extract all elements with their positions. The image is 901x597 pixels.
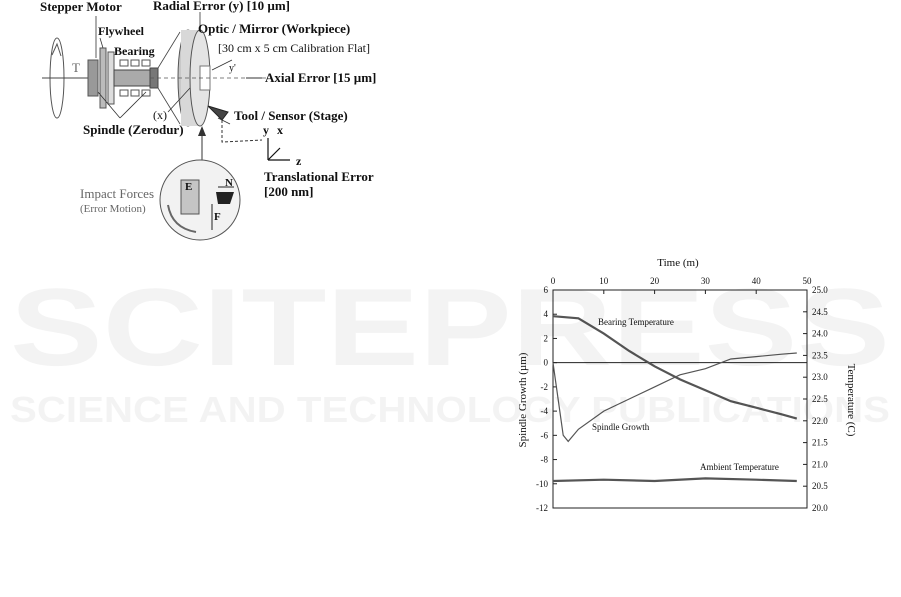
flywheel-inner bbox=[107, 51, 115, 105]
left-tick-label: 0 bbox=[544, 358, 549, 368]
left-tick-label: 6 bbox=[544, 285, 549, 295]
axial-error-label: Axial Error [15 µm] bbox=[265, 70, 376, 85]
left-axis-title: Spindle Growth (µm) bbox=[517, 352, 529, 447]
left-tick-label: -12 bbox=[536, 503, 548, 513]
right-tick-label: 20.0 bbox=[812, 503, 828, 513]
right-tick-label: 22.0 bbox=[812, 416, 828, 426]
stepper-motor-block bbox=[87, 59, 99, 97]
spindle-growth-line bbox=[552, 352, 797, 443]
impact-inset bbox=[159, 126, 241, 241]
torque-label: T bbox=[72, 60, 80, 75]
optic-mirror-label: Optic / Mirror (Workpiece) bbox=[198, 21, 350, 36]
axis-y-label: y bbox=[263, 123, 269, 137]
flywheel-label: Flywheel bbox=[98, 24, 145, 38]
left-tick-label: -2 bbox=[541, 382, 549, 392]
tool-sensor-icon bbox=[207, 105, 229, 121]
left-tick-label: -10 bbox=[536, 479, 548, 489]
x-tick-label: 50 bbox=[803, 276, 813, 286]
left-tick-label: -6 bbox=[541, 430, 549, 440]
time-axis-title: Time (m) bbox=[657, 257, 699, 269]
right-tick-label: 20.5 bbox=[812, 481, 828, 491]
inset-e-label: E bbox=[185, 181, 192, 193]
axis-x-label: x bbox=[277, 123, 283, 137]
plot-frame bbox=[552, 289, 808, 509]
spindle-label: Spindle (Zerodur) bbox=[83, 122, 184, 137]
right-tick-label: 24.0 bbox=[812, 329, 828, 339]
y-prime-label: y' bbox=[229, 63, 236, 74]
bearing-annotation: Bearing Temperature bbox=[598, 317, 674, 327]
ambient-annotation: Ambient Temperature bbox=[700, 462, 779, 472]
inset-f-label: F bbox=[214, 211, 221, 223]
x-tick-label: 40 bbox=[752, 276, 762, 286]
inset-n-label: N bbox=[225, 177, 233, 189]
spindle-annotation: Spindle Growth bbox=[592, 422, 650, 432]
right-tick-label: 24.5 bbox=[812, 307, 828, 317]
x-tick-label: 10 bbox=[599, 276, 609, 286]
translational-error-label: Translational Error bbox=[264, 169, 374, 184]
ambient-temperature-line bbox=[552, 477, 797, 483]
right-tick-label: 21.5 bbox=[812, 438, 828, 448]
left-tick-label: 4 bbox=[544, 309, 549, 319]
error-motion-label: (Error Motion) bbox=[80, 203, 146, 215]
tool-sensor-label: Tool / Sensor (Stage) bbox=[234, 108, 348, 123]
right-tick-label: 22.5 bbox=[812, 394, 828, 404]
flywheel-block bbox=[99, 47, 107, 109]
axis-triad bbox=[267, 138, 290, 161]
bearing-temperature-line bbox=[552, 315, 798, 420]
right-tick-label: 23.0 bbox=[812, 372, 828, 382]
x-tick-label: 20 bbox=[650, 276, 660, 286]
axis-z-label: z bbox=[296, 154, 302, 168]
x-label: (x) bbox=[153, 108, 167, 122]
x-tick-label: 30 bbox=[701, 276, 711, 286]
left-tick-label: -4 bbox=[541, 406, 549, 416]
right-tick-label: 25.0 bbox=[812, 285, 828, 295]
spindle-diagram: T bbox=[40, 0, 376, 241]
radial-error-label: Radial Error (y) [10 µm] bbox=[153, 0, 290, 13]
bearing-boxes bbox=[119, 59, 151, 97]
bearing-label: Bearing bbox=[114, 44, 155, 58]
right-tick-label: 23.5 bbox=[812, 350, 828, 360]
calibration-flat-label: [30 cm x 5 cm Calibration Flat] bbox=[218, 41, 370, 55]
left-tick-label: 2 bbox=[544, 333, 549, 343]
right-axis-title: Temperature (C) bbox=[845, 364, 857, 437]
spindle-shaft bbox=[113, 69, 151, 87]
left-tick-label: -8 bbox=[541, 455, 549, 465]
stepper-motor-label: Stepper Motor bbox=[40, 0, 122, 14]
impact-forces-label: Impact Forces bbox=[80, 186, 154, 201]
translational-error-value: [200 nm] bbox=[264, 184, 313, 199]
x-tick-label: 0 bbox=[551, 276, 556, 286]
right-tick-label: 21.0 bbox=[812, 459, 828, 469]
